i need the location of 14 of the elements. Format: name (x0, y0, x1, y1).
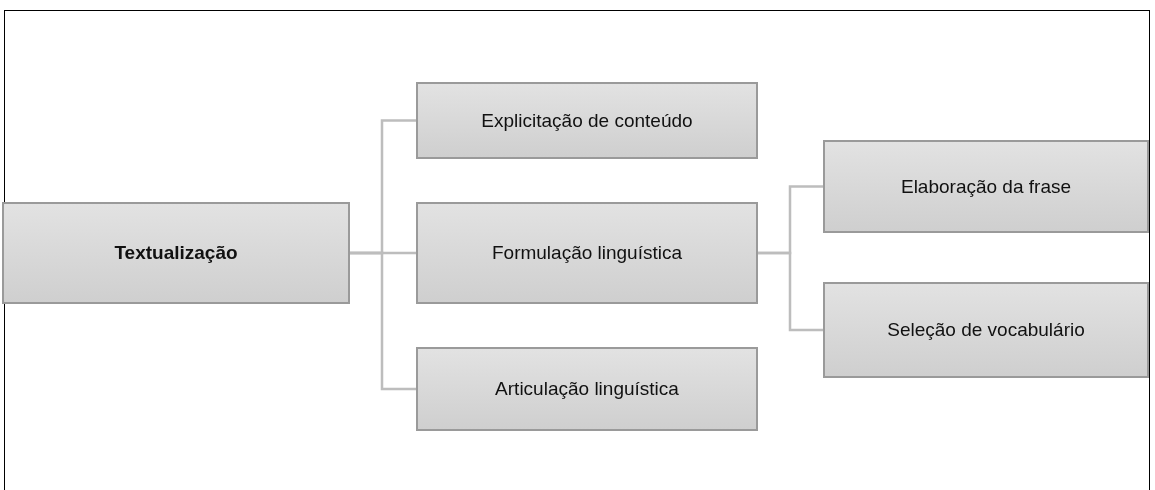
connector-line (758, 251, 823, 332)
box-label: Textualização (114, 242, 238, 264)
process-box (416, 347, 758, 431)
connector-line (350, 251, 416, 391)
process-box (823, 140, 1149, 233)
box-label: Formulação linguística (491, 242, 683, 264)
box-label: Explicitação de conteúdo (481, 109, 693, 132)
process-box (416, 82, 758, 159)
process-box (823, 282, 1149, 378)
process-box (416, 202, 758, 304)
box-label: Seleção de vocabulário (887, 319, 1085, 341)
process-box (2, 202, 350, 304)
box-label: Articulação linguística (495, 378, 679, 400)
box-label: Elaboração da frase (900, 175, 1072, 198)
